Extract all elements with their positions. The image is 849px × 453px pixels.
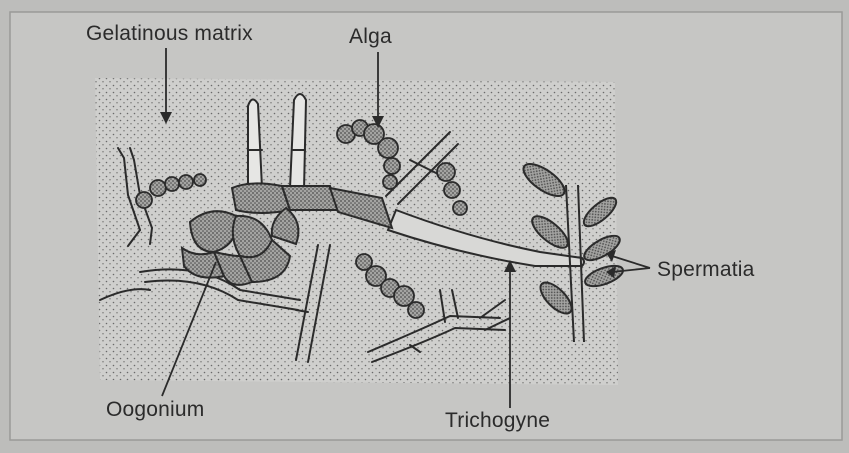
label-trichogyne: Trichogyne [445,409,550,433]
label-spermatia: Spermatia [657,258,755,282]
label-oogonium: Oogonium [106,398,205,422]
label-gelatinous-matrix: Gelatinous matrix [86,22,253,46]
label-alga: Alga [349,25,392,49]
